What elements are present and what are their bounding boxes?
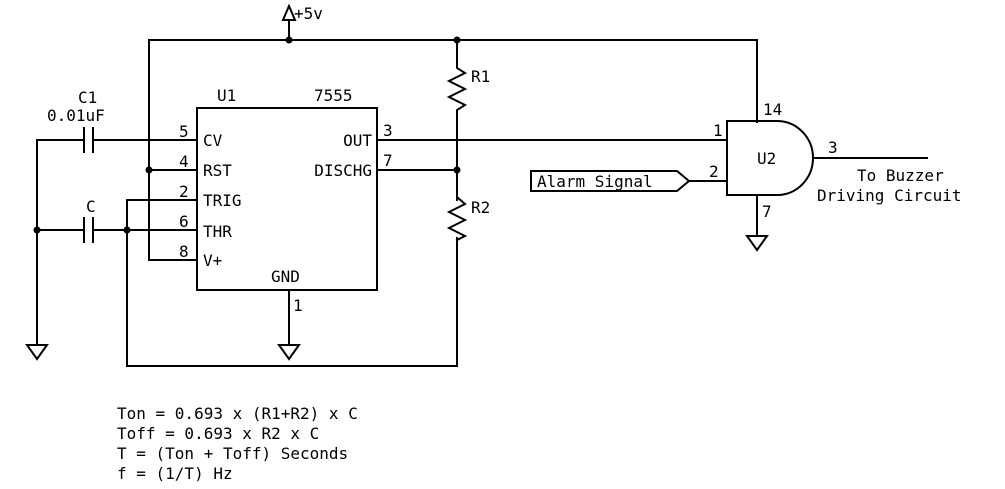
- r1-ref: R1: [471, 67, 490, 86]
- u1-pin-cv-name: CV: [203, 131, 223, 150]
- vplus-rst-wire: [148, 39, 198, 261]
- u1-pin-rst-name: RST: [203, 161, 232, 180]
- u2-ref: U2: [757, 149, 776, 168]
- u1-pin-trig-name: TRIG: [203, 191, 242, 210]
- formula-ton: Ton = 0.693 x (R1+R2) x C: [117, 404, 358, 423]
- c1-value: 0.01uF: [47, 106, 105, 125]
- u2-pin-in2: 2: [709, 162, 719, 181]
- r2-resistor: [446, 194, 468, 242]
- junction-dot: [453, 166, 461, 174]
- output-label-line1: To Buzzer: [857, 166, 944, 185]
- c1-wire: [36, 139, 198, 346]
- u2-pin-out: 3: [828, 138, 838, 157]
- ground-icon: [277, 344, 301, 361]
- formula-frequency: f = (1/T) Hz: [117, 464, 233, 483]
- c1-plates: [83, 127, 94, 153]
- u1-pin-dischg-name: DISCHG: [314, 161, 372, 180]
- u1-part: 7555: [314, 86, 353, 105]
- r2-ref: R2: [471, 198, 490, 217]
- u1-pin-thr-name: THR: [203, 222, 232, 241]
- output-label-line2: Driving Circuit: [817, 186, 962, 205]
- u1-pin-trig-num: 2: [179, 182, 189, 201]
- junction-dot: [145, 166, 153, 174]
- u2-gate: [726, 120, 814, 196]
- alarm-signal-label: Alarm Signal: [537, 172, 653, 191]
- u2-pin-in1: 1: [713, 121, 723, 140]
- supply-symbol: +5v: [281, 3, 323, 41]
- r1-resistor: [446, 39, 468, 201]
- u1-pin-thr-num: 6: [179, 212, 189, 231]
- u1-ref: U1: [217, 86, 236, 105]
- u1-pin-out-name: OUT: [343, 131, 372, 150]
- u1-pin-gnd-name: GND: [271, 267, 300, 286]
- supply-rail: [148, 39, 758, 123]
- u1-pin-dischg-num: 7: [383, 151, 393, 170]
- u1-pin-vplus-name: V+: [203, 251, 222, 270]
- formula-period: T = (Ton + Toff) Seconds: [117, 444, 349, 463]
- u1-pin-vplus-num: 8: [179, 242, 189, 261]
- u2-pin-gnd: 7: [762, 202, 772, 221]
- junction-dot: [33, 226, 41, 234]
- u1-pin-out-num: 3: [383, 121, 393, 140]
- junction-dot: [285, 36, 293, 44]
- formula-toff: Toff = 0.693 x R2 x C: [117, 424, 320, 443]
- u2-pin-vcc: 14: [763, 100, 782, 119]
- u1-pin-gnd-num: 1: [293, 296, 303, 315]
- c1-ref: C1: [78, 88, 97, 107]
- c-plates: [83, 217, 94, 243]
- ground-icon: [745, 235, 769, 252]
- c-ref: C: [86, 197, 96, 216]
- supply-label: +5v: [294, 4, 323, 23]
- trig-thr-wire: [126, 199, 458, 367]
- ground-icon: [25, 344, 49, 361]
- u1-pin-cv-num: 5: [179, 122, 189, 141]
- formula-block: Ton = 0.693 x (R1+R2) x C Toff = 0.693 x…: [117, 404, 358, 484]
- u1-pin-rst-num: 4: [179, 152, 189, 171]
- alarm-signal-port: [530, 170, 691, 192]
